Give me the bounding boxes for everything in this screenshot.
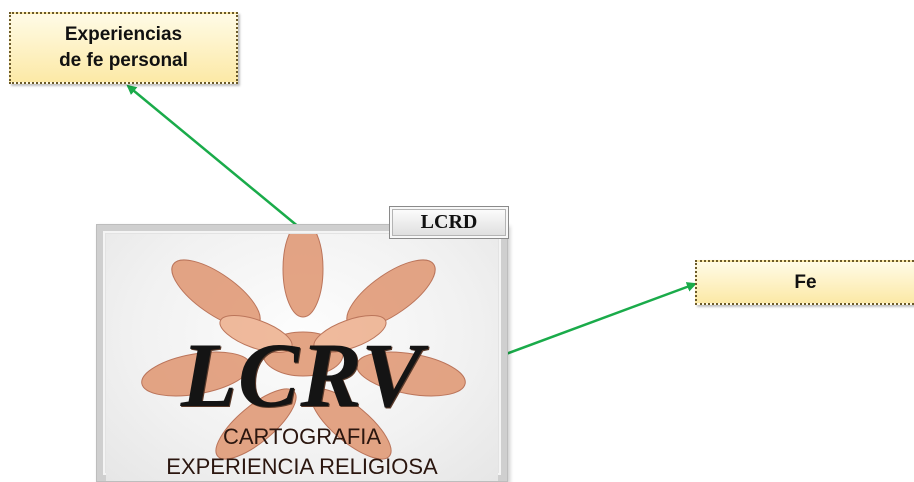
logo-subtitle-line2: EXPERIENCIA RELIGIOSA — [166, 454, 438, 479]
logo-lcrv: LCRV — [180, 324, 424, 426]
connector-to-fe — [505, 282, 697, 356]
lcrv-logo-card[interactable]: LCRV CARTOGRAFIA EXPERIENCIA RELIGIOSA — [96, 224, 508, 482]
node-fe[interactable]: Fe — [695, 260, 914, 305]
node-fe-label: Fe — [794, 271, 817, 293]
logo-background: LCRV CARTOGRAFIA EXPERIENCIA RELIGIOSA — [106, 234, 498, 481]
logo-subtitle-line1: CARTOGRAFIA — [222, 424, 382, 449]
lcrd-button-label: LCRD — [420, 211, 478, 233]
hands-circle-image — [141, 234, 466, 460]
connector-to-experiencias — [126, 84, 301, 229]
lcrd-button[interactable]: LCRD — [389, 206, 509, 239]
